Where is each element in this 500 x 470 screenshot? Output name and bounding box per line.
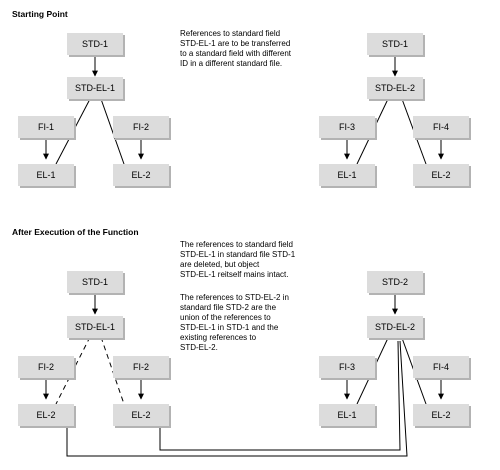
note-starting-point: References to standard field STD-EL-1 ar… <box>180 29 292 68</box>
node-after-el2-b: EL-2 <box>113 404 169 426</box>
node-before-stdel2: STD-EL-2 <box>367 77 423 99</box>
node-after-el2: EL-2 <box>413 404 469 426</box>
node-after-stdel1: STD-EL-1 <box>67 316 123 338</box>
note-after-union: The references to STD-EL-2 in standard f… <box>180 293 289 352</box>
route-el2a-to-stdel2 <box>66 340 408 457</box>
node-before-el1-right: EL-1 <box>319 164 375 186</box>
node-before-fi3: FI-3 <box>319 116 375 138</box>
node-before-el2-left: EL-2 <box>113 164 169 186</box>
note-after-deleted: The references to standard field STD-EL-… <box>180 240 296 279</box>
node-after-el2-a: EL-2 <box>18 404 74 426</box>
node-before-fi1: FI-1 <box>18 116 74 138</box>
node-after-el1: EL-1 <box>319 404 375 426</box>
node-before-fi2: FI-2 <box>113 116 169 138</box>
node-before-el1-left: EL-1 <box>18 164 74 186</box>
node-before-el2-right: EL-2 <box>413 164 469 186</box>
node-before-std1-left: STD-1 <box>67 33 123 55</box>
node-after-stdel2: STD-EL-2 <box>367 316 423 338</box>
node-after-fi4: FI-4 <box>413 356 469 378</box>
section-title-starting-point: Starting Point <box>12 9 68 19</box>
section-title-after-execution: After Execution of the Function <box>12 227 139 237</box>
node-after-std1: STD-1 <box>67 271 123 293</box>
node-before-fi4: FI-4 <box>413 116 469 138</box>
node-before-stdel1: STD-EL-1 <box>67 77 123 99</box>
node-before-std1-right: STD-1 <box>367 33 423 55</box>
route-el2b-to-stdel2 <box>159 340 401 451</box>
dashed-line-stdel1-to-el2b <box>100 336 125 405</box>
node-after-fi2-a: FI-2 <box>18 356 74 378</box>
node-after-fi2-b: FI-2 <box>113 356 169 378</box>
line-stdel1-to-el2 <box>100 98 125 165</box>
node-after-fi3: FI-3 <box>319 356 375 378</box>
node-after-std2: STD-2 <box>367 271 423 293</box>
